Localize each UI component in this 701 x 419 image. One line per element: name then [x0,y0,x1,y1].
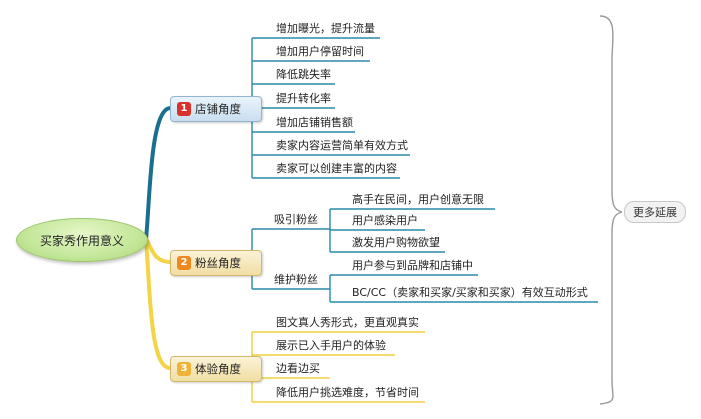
leaf-node[interactable]: 卖家可以创建丰富的内容 [276,162,397,175]
leaf-node[interactable]: BC/CC（卖家和买家/买家和买家）有效互动形式 [352,286,588,299]
leaf-node[interactable]: 用户参与到品牌和店铺中 [352,259,473,272]
number-badge: 2 [177,256,191,270]
branch-node-experience[interactable]: 3 体验角度 [170,356,262,382]
branch-node-fans[interactable]: 2 粉丝角度 [170,250,262,276]
leaf-node[interactable]: 降低跳失率 [276,68,331,81]
leaf-node[interactable]: 增加曝光，提升流量 [276,22,375,35]
leaf-node[interactable]: 激发用户购物欲望 [352,236,440,249]
summary-node-more-extension[interactable]: 更多延展 [624,201,686,223]
branch-label: 体验角度 [195,362,241,376]
number-badge: 1 [177,102,191,116]
branch-label: 粉丝角度 [195,256,241,270]
branch-label: 店铺角度 [195,102,241,116]
subgroup-node-attract-fans[interactable]: 吸引粉丝 [274,213,318,226]
number-badge: 3 [177,362,191,376]
root-node[interactable]: 买家秀作用意义 [16,218,148,262]
leaf-node[interactable]: 展示已入手用户的体验 [276,339,386,352]
summary-label: 更多延展 [633,206,677,219]
leaf-node[interactable]: 图文真人秀形式，更直观真实 [276,316,419,329]
branch-node-store[interactable]: 1 店铺角度 [170,96,262,122]
leaf-node[interactable]: 降低用户挑选难度，节省时间 [276,386,419,399]
subgroup-node-maintain-fans[interactable]: 维护粉丝 [274,273,318,286]
leaf-node[interactable]: 高手在民间，用户创意无限 [352,193,484,206]
leaf-node[interactable]: 卖家内容运营简单有效方式 [276,139,408,152]
root-label: 买家秀作用意义 [39,233,124,248]
leaf-node[interactable]: 提升转化率 [276,92,331,105]
leaf-node[interactable]: 用户感染用户 [352,214,418,227]
leaf-node[interactable]: 增加店铺销售额 [276,116,353,129]
leaf-node[interactable]: 增加用户停留时间 [276,45,364,58]
leaf-node[interactable]: 边看边买 [276,362,320,375]
